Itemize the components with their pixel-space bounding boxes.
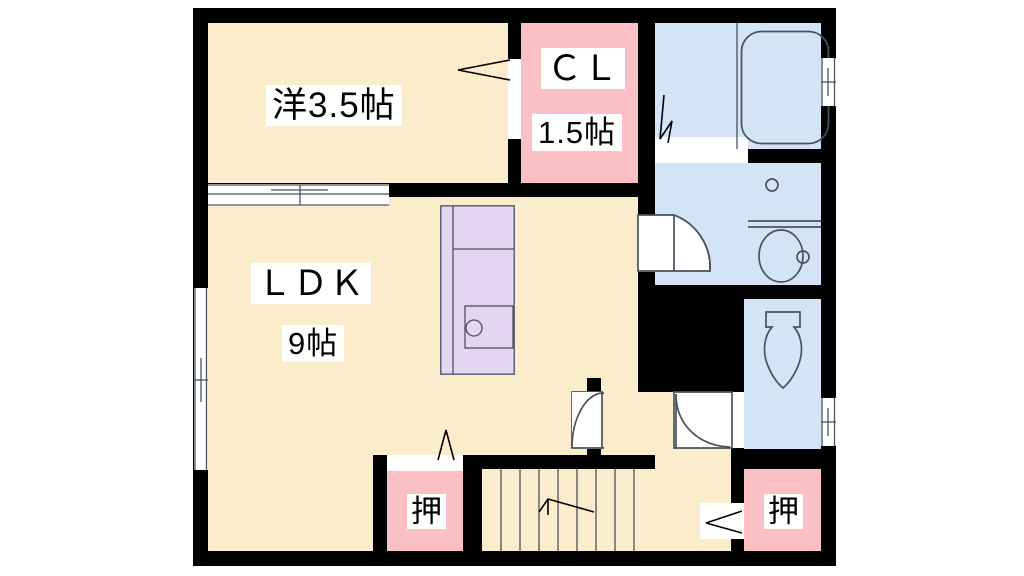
label-ldk-size: 9帖 bbox=[282, 325, 345, 362]
room-ldk bbox=[208, 197, 638, 455]
label-oshiire-left: 押 bbox=[407, 494, 446, 529]
wall-oshiire-left-right bbox=[463, 469, 482, 551]
wall-oshiire-left bbox=[373, 455, 387, 551]
oshiire-right-door-arrow-icon bbox=[705, 510, 743, 534]
room-hall-upper bbox=[600, 392, 655, 455]
wall-closet-bath bbox=[638, 23, 655, 197]
washroom-door[interactable] bbox=[637, 213, 714, 275]
bathtub bbox=[740, 30, 830, 145]
toilet-bowl bbox=[763, 311, 803, 390]
room-stairs bbox=[482, 469, 655, 551]
oshiire-right-door[interactable] bbox=[700, 503, 744, 539]
opening-bath-entry bbox=[655, 137, 748, 163]
bath-partition bbox=[736, 23, 738, 149]
hall-entry-arrow-icon bbox=[596, 445, 604, 453]
label-closet-size: 1.5帖 bbox=[532, 114, 623, 151]
opening-bedroom-closet bbox=[508, 59, 521, 139]
closet-door-arrow-icon bbox=[457, 59, 511, 81]
vanity-counter bbox=[748, 178, 821, 222]
wash-basin bbox=[748, 226, 821, 283]
opening-hall-toilet-door bbox=[731, 392, 744, 448]
sliding-door-bedroom-ldk-rails bbox=[208, 184, 389, 206]
oshiire-left-door-arrow-icon bbox=[437, 429, 455, 461]
hall-ldk-door-arc bbox=[571, 392, 603, 449]
stair-treads bbox=[500, 469, 635, 551]
wall-washroom-toilet bbox=[638, 285, 821, 299]
room-ldk-lower bbox=[208, 455, 373, 551]
label-ldk: ＬＤＫ bbox=[251, 263, 372, 304]
oshiire-left-door[interactable] bbox=[387, 455, 463, 471]
wall-hall-top bbox=[655, 378, 731, 392]
label-oshiire-right: 押 bbox=[764, 494, 803, 529]
window-bath-east-rails bbox=[821, 58, 836, 106]
kitchen-counter-lines bbox=[440, 205, 515, 375]
toilet-door[interactable] bbox=[672, 391, 734, 450]
bath-door-icon[interactable] bbox=[658, 94, 698, 145]
room-toilet bbox=[744, 299, 821, 449]
window-ldk-west-rails bbox=[194, 288, 208, 470]
label-bedroom: 洋3.5帖 bbox=[266, 85, 402, 126]
label-closet-cl: ＣＬ bbox=[541, 48, 626, 89]
room-bath bbox=[655, 23, 821, 149]
sliding-door-bedroom-ldk[interactable] bbox=[208, 184, 389, 206]
window-toilet-east-rails bbox=[821, 398, 836, 446]
